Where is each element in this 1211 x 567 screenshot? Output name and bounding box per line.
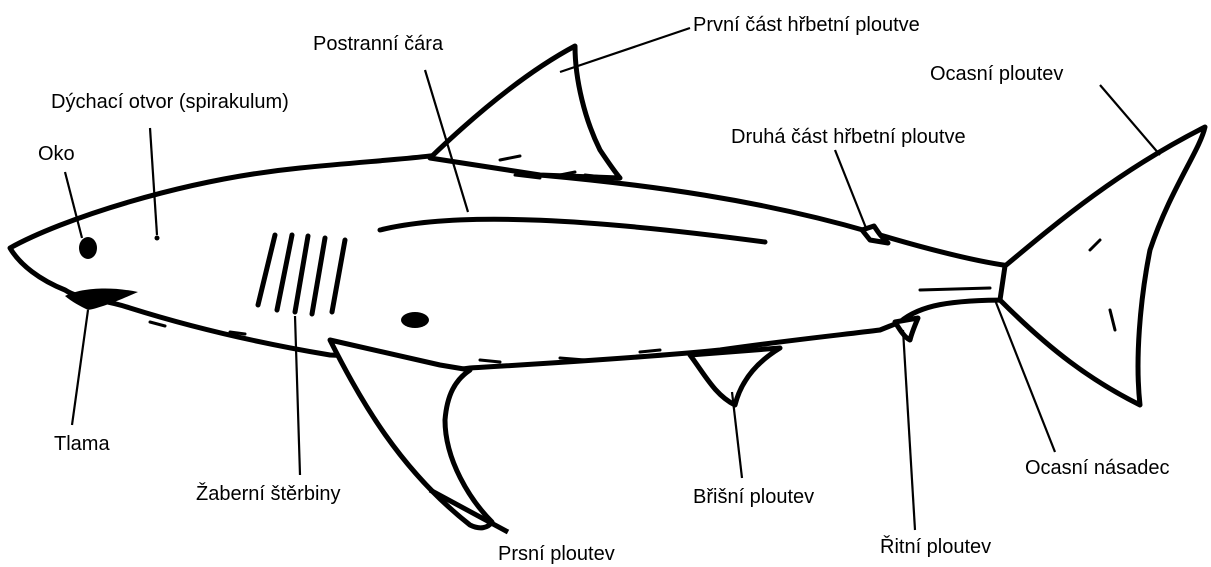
label-pelvic-fin: Břišní ploutev xyxy=(693,486,814,508)
shark-illustration xyxy=(10,46,1205,528)
caudal-fin-shape xyxy=(1000,127,1205,405)
eye-dot xyxy=(79,237,97,259)
label-mouth: Tlama xyxy=(54,433,110,455)
leader-caudal-fin xyxy=(1100,85,1160,155)
pelvic-fin-shape xyxy=(690,348,780,405)
leader-second-dorsal-fin xyxy=(835,150,866,228)
spiracle-dot xyxy=(155,236,160,241)
leader-anal-fin xyxy=(903,330,915,530)
shark-body xyxy=(10,150,1010,372)
label-eye: Oko xyxy=(38,143,75,165)
label-spiracle: Dýchací otvor (spirakulum) xyxy=(51,91,289,113)
pectoral-fin-shape xyxy=(330,340,492,528)
label-caudal-fin: Ocasní ploutev xyxy=(930,63,1063,85)
label-anal-fin: Řitní ploutev xyxy=(880,535,991,558)
pectoral-base-mark xyxy=(401,312,429,328)
first-dorsal-fin-shape xyxy=(430,46,620,178)
anal-fin-shape xyxy=(895,318,918,340)
label-first-dorsal-fin: První část hřbetní ploutve xyxy=(693,14,920,36)
label-pectoral-fin: Prsní ploutev xyxy=(498,543,615,565)
label-lateral-line: Postranní čára xyxy=(313,33,444,55)
label-gill-slits: Žaberní štěrbiny xyxy=(196,482,341,505)
label-second-dorsal-fin: Druhá část hřbetní ploutve xyxy=(731,126,966,148)
label-caudal-peduncle: Ocasní násadec xyxy=(1025,457,1170,479)
leader-first-dorsal-fin xyxy=(560,28,690,72)
leader-mouth xyxy=(72,310,88,425)
